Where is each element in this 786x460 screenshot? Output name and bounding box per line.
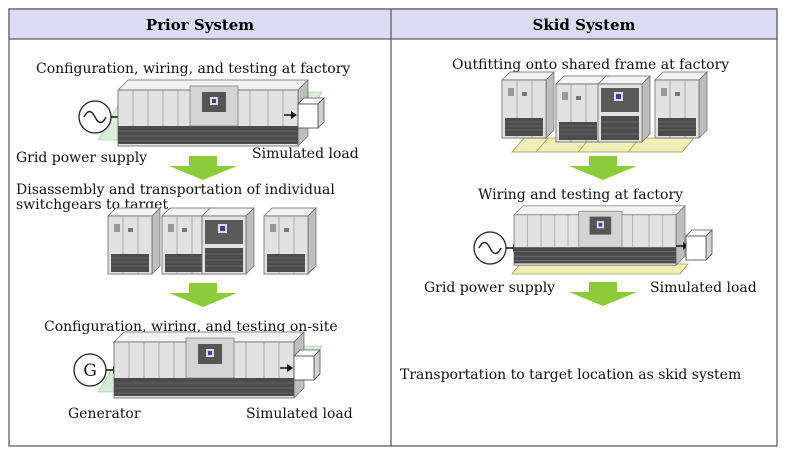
skid-frame-wired <box>511 263 689 275</box>
switchgear-cabinet-icon <box>201 207 255 275</box>
header-row <box>8 8 778 40</box>
green-down-arrow-icon <box>569 282 637 306</box>
sine-wave-circle-icon <box>473 231 507 265</box>
skid-grid-label: Grid power supply <box>424 280 555 296</box>
skid-step3-label: Transportation to target location as ski… <box>400 367 741 383</box>
prior-step3-label: Configuration, wiring, and testing on-si… <box>44 319 338 335</box>
load-box-icon <box>297 97 325 129</box>
prior-load-label-2: Simulated load <box>246 406 353 422</box>
skid-step1-label: Outfitting onto shared frame at factory <box>452 57 729 73</box>
skid-step2-label: Wiring and testing at factory <box>478 187 683 203</box>
header-prior-system: Prior System <box>146 16 254 34</box>
load-box-icon <box>685 229 713 261</box>
green-down-arrow-icon <box>569 156 637 180</box>
prior-grid-label: Grid power supply <box>16 150 147 166</box>
switchgear-lineup-factory <box>117 79 309 147</box>
switchgear-lineup-skid <box>513 205 686 266</box>
green-down-arrow-icon <box>169 156 237 180</box>
switchgear-lineup-onsite <box>113 331 305 399</box>
connection-arrow <box>280 364 293 372</box>
svg-text:G: G <box>83 361 97 381</box>
load-box-icon <box>293 349 321 381</box>
prior-step1-label: Configuration, wiring, and testing at fa… <box>36 61 350 77</box>
connection-arrow <box>284 111 297 119</box>
switchgear-cabinet-icon <box>263 207 317 275</box>
header-skid-system: Skid System <box>533 16 636 34</box>
switchgear-cabinet-icon <box>501 71 555 139</box>
switchgear-cabinet-icon <box>597 75 651 143</box>
skid-load-label: Simulated load <box>650 280 757 296</box>
generator-circle-icon: G <box>73 353 107 387</box>
green-down-arrow-icon <box>169 283 237 307</box>
switchgear-cabinet-icon <box>107 207 161 275</box>
switchgear-cabinet-icon <box>654 71 708 139</box>
generator-label: Generator <box>68 406 141 422</box>
prior-step2-label-line1: Disassembly and transportation of indivi… <box>16 182 335 198</box>
sine-wave-circle-icon <box>78 100 112 134</box>
prior-load-label-1: Simulated load <box>252 146 359 162</box>
